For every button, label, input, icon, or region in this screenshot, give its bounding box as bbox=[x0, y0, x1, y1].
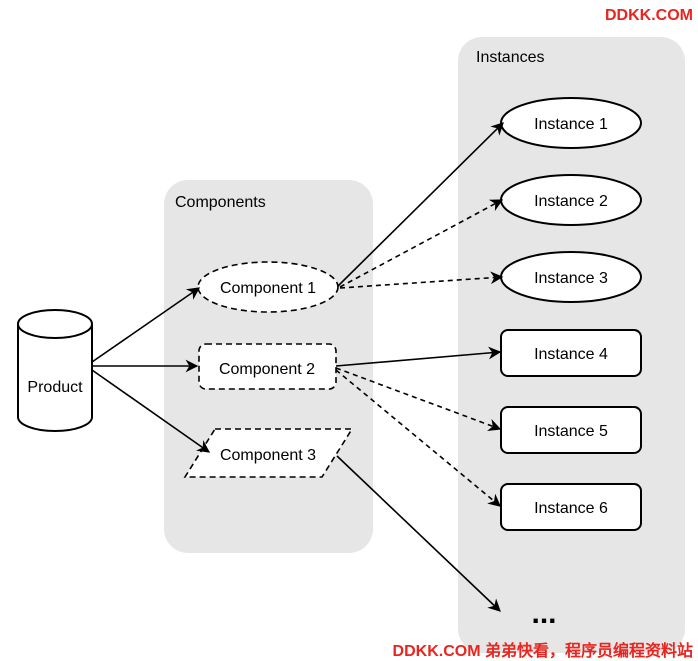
edge-product-component3 bbox=[91, 369, 211, 453]
instance-6-label: Instance 6 bbox=[534, 500, 608, 517]
component-1-node: Component 1 bbox=[197, 261, 339, 313]
component-3-node: Component 3 bbox=[183, 428, 354, 478]
instance-4-node: Instance 4 bbox=[500, 329, 642, 377]
edge-product-component1 bbox=[91, 287, 201, 363]
edge-component1-instance2 bbox=[339, 199, 504, 288]
component-2-label: Component 2 bbox=[219, 361, 315, 378]
instance-6-node: Instance 6 bbox=[500, 483, 642, 531]
instances-group-title: Instances bbox=[476, 49, 544, 66]
instance-2-node: Instance 2 bbox=[500, 174, 642, 226]
component-3-label: Component 3 bbox=[220, 447, 316, 464]
components-group-title: Components bbox=[175, 194, 266, 211]
more-instances-ellipsis: ... bbox=[531, 597, 556, 630]
instance-4-label: Instance 4 bbox=[534, 346, 608, 363]
component-1-label: Component 1 bbox=[220, 280, 316, 297]
instance-3-label: Instance 3 bbox=[534, 270, 608, 287]
watermark-top: DDKK.COM bbox=[605, 7, 693, 24]
product-node: Product bbox=[17, 309, 93, 432]
product-label: Product bbox=[27, 379, 83, 396]
instance-1-node: Instance 1 bbox=[500, 97, 642, 149]
edge-component2-instance5 bbox=[335, 367, 502, 431]
edge-component3-more bbox=[336, 455, 501, 612]
instance-5-label: Instance 5 bbox=[534, 423, 608, 440]
edge-component1-instance1 bbox=[337, 122, 504, 287]
edge-component2-instance4 bbox=[335, 346, 502, 367]
watermark-bottom: DDKK.COM 弟弟快看，程序员编程资料站 bbox=[393, 641, 693, 660]
component-2-node: Component 2 bbox=[198, 343, 337, 390]
edge-component1-instance3 bbox=[339, 271, 504, 289]
instance-1-label: Instance 1 bbox=[534, 116, 608, 133]
instance-3-node: Instance 3 bbox=[500, 251, 642, 303]
instance-5-node: Instance 5 bbox=[500, 406, 642, 454]
instance-2-label: Instance 2 bbox=[534, 193, 608, 210]
